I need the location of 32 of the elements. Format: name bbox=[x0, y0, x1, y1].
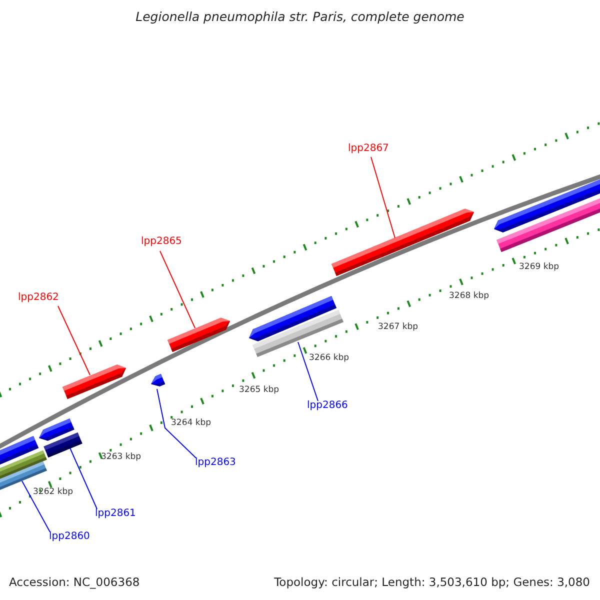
scale-label: 3268 kbp bbox=[449, 291, 490, 301]
gene-block bbox=[168, 318, 230, 352]
scale-label: 3262 kbp bbox=[33, 487, 74, 497]
scale-label: 3263 kbp bbox=[101, 452, 142, 462]
gene-label: lpp2863 bbox=[195, 457, 236, 469]
gene-label: lpp2860 bbox=[49, 531, 90, 543]
scale-label: 3269 kbp bbox=[519, 262, 560, 272]
leader-line bbox=[298, 342, 318, 402]
leader-line bbox=[22, 480, 50, 532]
gene-label: lpp2867 bbox=[348, 143, 389, 155]
gene-label: lpp2862 bbox=[18, 292, 59, 304]
scale-label: 3267 kbp bbox=[378, 322, 418, 332]
gene-block bbox=[62, 364, 126, 399]
gene-label: lpp2861 bbox=[95, 508, 136, 520]
accession-text: Accession: NC_006368 bbox=[9, 575, 140, 589]
leader-line bbox=[58, 306, 90, 376]
gene-bar bbox=[44, 432, 82, 458]
gene-bar bbox=[0, 450, 47, 481]
scale-label: 3264 kbp bbox=[171, 418, 212, 428]
gene-bar bbox=[496, 197, 600, 252]
gene-block bbox=[332, 208, 474, 276]
leader-line bbox=[160, 250, 196, 328]
scale-label: 3266 kbp bbox=[309, 353, 350, 363]
gene-label: lpp2866 bbox=[307, 400, 348, 412]
gene-label: lpp2865 bbox=[141, 236, 182, 248]
gene-block bbox=[151, 374, 166, 386]
leader-line bbox=[70, 448, 98, 510]
title: Legionella pneumophila str. Paris, complete genome bbox=[134, 9, 466, 24]
leader-line bbox=[370, 156, 396, 238]
scale-label: 3265 kbp bbox=[239, 385, 280, 395]
genome-info-text: Topology: circular; Length: 3,503,610 bp; Genes: 3,080 bbox=[274, 575, 590, 589]
leader-line bbox=[156, 388, 196, 458]
